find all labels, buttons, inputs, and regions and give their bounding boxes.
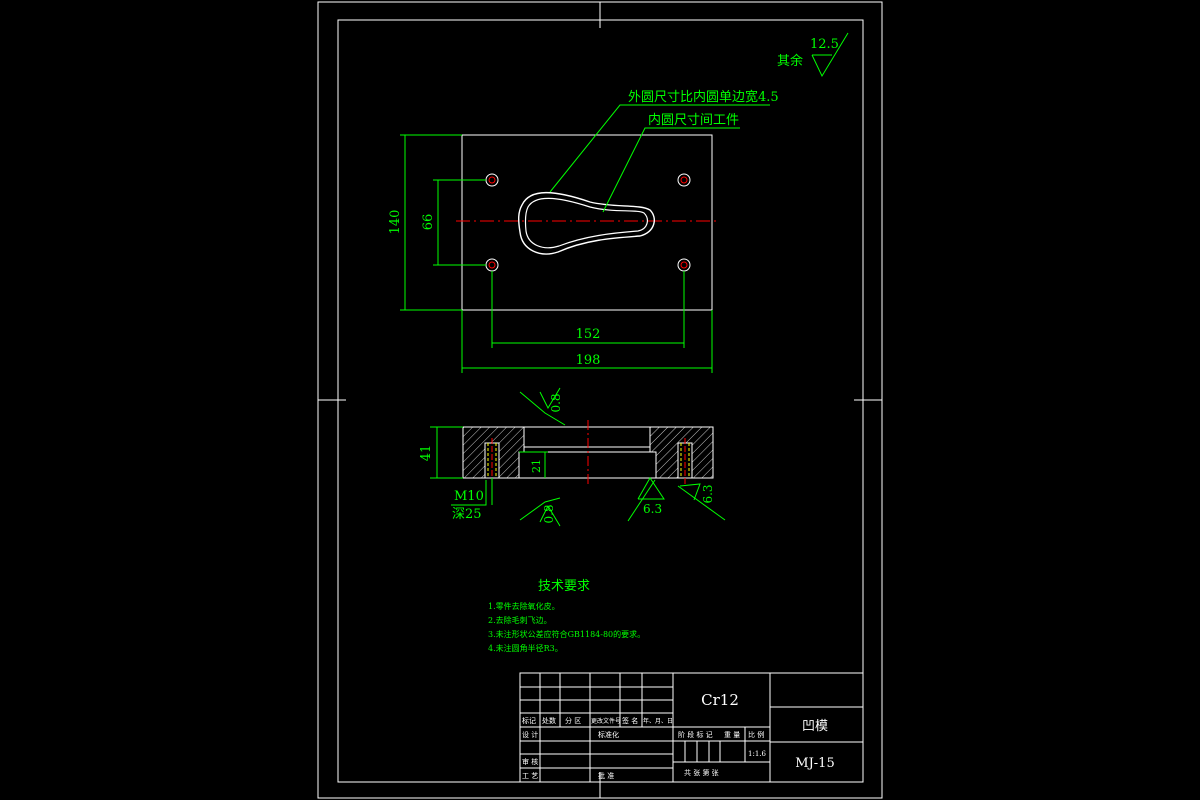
cavity-outer-contour [517, 192, 656, 255]
title-scale: 1:1.6 [748, 750, 766, 758]
title-header-cell: 标记 [522, 716, 536, 725]
tech-requirements-title: 技术要求 [538, 579, 590, 594]
title-drawing-no: MJ-15 [795, 756, 834, 771]
cavity-inner-contour [524, 197, 648, 249]
title-review-label: 审 核 [522, 757, 538, 766]
tech-requirement-item: 4.未注圆角半径R3。 [488, 643, 563, 653]
bolt-hole [485, 173, 499, 187]
title-process-label: 工 艺 [522, 772, 538, 780]
title-header-cell: 更改文件号 [591, 717, 621, 725]
bolt-hole [677, 173, 691, 187]
tech-requirement-item: 1.零件去除氧化皮。 [488, 601, 560, 611]
title-block [519, 672, 864, 783]
dim-41: 41 [419, 445, 434, 462]
roughness-bottom-value: 0.8 [542, 504, 556, 523]
title-header-cell: 分 区 [565, 716, 581, 725]
dim-198: 198 [576, 353, 601, 368]
title-material: Cr12 [701, 691, 739, 709]
title-design-label: 设 计 [522, 730, 538, 739]
title-standardization-label: 标准化 [598, 730, 619, 739]
title-header-cell: 签 名 [622, 716, 638, 725]
dim-140: 140 [388, 210, 403, 235]
title-header-cell: 年、月、日 [643, 717, 673, 725]
title-approve-label: 批 准 [598, 771, 614, 780]
plate-section-view [462, 420, 714, 484]
top-view-dimensions [400, 104, 770, 373]
roughness-inner-value: 6.3 [643, 502, 662, 516]
roughness-rest-label: 其余 [777, 53, 803, 69]
dim-thread: M10 [454, 489, 484, 504]
title-weight-label: 重 量 [724, 731, 740, 739]
sheet-frame [317, 1, 883, 799]
dim-66: 66 [421, 214, 436, 231]
plate-top-view [456, 134, 716, 311]
tech-requirement-item: 3.未注形状公差应符合GB1184-80的要求。 [488, 629, 645, 639]
tech-requirement-item: 2.去除毛刺飞边。 [488, 615, 552, 625]
title-stage-label: 阶 段 标 记 [678, 730, 713, 739]
title-part-name: 凹模 [802, 719, 828, 734]
title-header-cell: 处数 [542, 716, 556, 725]
roughness-outer-value: 6.3 [701, 484, 715, 503]
note-outer-contour: 外圆尺寸比内圆单边宽4.5 [628, 89, 779, 105]
dim-152: 152 [576, 327, 601, 342]
bolt-hole [677, 258, 691, 272]
roughness-rest-value: 12.5 [810, 37, 839, 52]
note-inner-contour: 内圆尺寸间工件 [648, 112, 739, 128]
dim-thread-depth: 深25 [452, 507, 482, 522]
section-view-dimensions [430, 387, 726, 527]
roughness-rest-symbol [811, 32, 849, 78]
title-sheets-label: 共 张 第 张 [684, 768, 719, 777]
bolt-hole [485, 258, 499, 272]
dim-21: 21 [530, 459, 543, 473]
title-scale-label: 比 例 [748, 730, 764, 739]
roughness-top-value: 0.8 [549, 393, 563, 412]
